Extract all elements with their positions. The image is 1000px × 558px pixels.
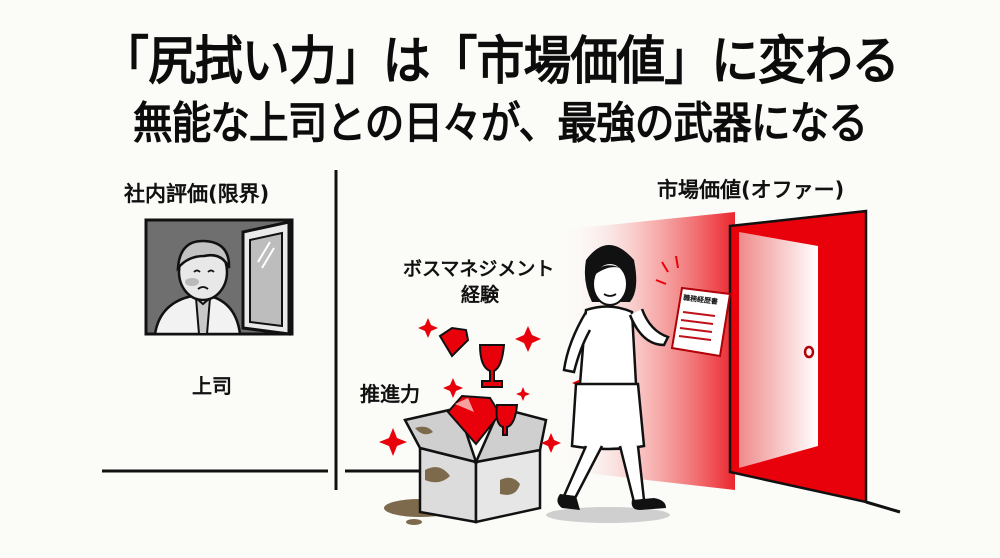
muddy-box	[384, 326, 548, 525]
boss-window-illustration	[144, 218, 294, 336]
headline-line2: 無能な上司との日々が、最強の武器になる	[132, 98, 868, 149]
walking-woman	[546, 245, 670, 523]
headline-line1: 「尻拭い力」は「市場価値」に変わる	[101, 32, 900, 92]
boss-management-label: ボスマネジメント	[403, 258, 555, 280]
resume-document	[655, 255, 732, 358]
drive-label: 推進力	[360, 382, 420, 406]
internal-evaluation-label: 社内評価(限界)	[124, 182, 270, 206]
boss-caption: 上司	[192, 374, 232, 398]
red-door	[728, 209, 901, 514]
market-value-label: 市場価値(オファー)	[657, 178, 845, 202]
experience-label: 経験	[461, 284, 500, 306]
